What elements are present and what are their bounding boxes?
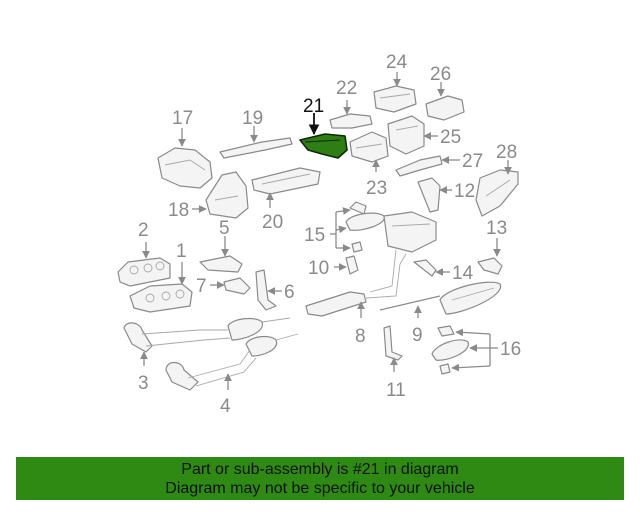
callout-8: 8 bbox=[355, 326, 366, 347]
part-11-clamp[interactable]: 11 bbox=[383, 325, 406, 401]
part-19-heat-shield[interactable]: 19 bbox=[219, 108, 293, 159]
part-13-bracket[interactable]: 13 bbox=[477, 218, 507, 275]
part-4-catalytic-converter-pipe[interactable]: 4 bbox=[165, 333, 299, 417]
part-28-heat-shield[interactable]: 28 bbox=[475, 142, 519, 217]
banner-line-1: Part or sub-assembly is #21 in diagram bbox=[181, 461, 459, 478]
part-23-heat-shield[interactable]: 23 bbox=[349, 131, 389, 199]
part-18-heat-shield[interactable]: 18 bbox=[168, 171, 249, 221]
part-2-exhaust-manifold[interactable]: 2 bbox=[117, 220, 171, 287]
callout-19: 19 bbox=[242, 108, 263, 129]
part-26-heat-shield[interactable]: 26 bbox=[425, 64, 465, 121]
callout-6: 6 bbox=[284, 282, 295, 303]
callout-16: 16 bbox=[500, 339, 521, 360]
part-22-heat-shield[interactable]: 22 bbox=[329, 78, 373, 129]
part-5-bracket[interactable]: 5 bbox=[199, 218, 243, 273]
part-15-resonator-mounts[interactable]: 15 bbox=[304, 201, 437, 253]
callout-20: 20 bbox=[262, 212, 283, 233]
part-12-bracket[interactable]: 12 bbox=[417, 177, 475, 213]
part-1-exhaust-manifold[interactable]: 1 bbox=[129, 241, 193, 313]
callout-23: 23 bbox=[366, 178, 387, 199]
part-25-heat-shield[interactable]: 25 bbox=[387, 115, 461, 155]
callout-21: 21 bbox=[303, 96, 324, 117]
callout-26: 26 bbox=[430, 64, 451, 85]
callout-9: 9 bbox=[412, 325, 423, 346]
callout-7: 7 bbox=[196, 276, 207, 297]
info-banner: Part or sub-assembly is #21 in diagram D… bbox=[16, 457, 624, 500]
part-24-heat-shield[interactable]: 24 bbox=[373, 52, 417, 113]
part-8-front-pipe[interactable]: 8 bbox=[305, 249, 407, 347]
part-16-tail-pipe[interactable]: 16 bbox=[431, 325, 521, 375]
callout-18: 18 bbox=[168, 200, 189, 221]
callout-13: 13 bbox=[486, 218, 507, 239]
callout-22: 22 bbox=[336, 78, 357, 99]
callout-4: 4 bbox=[220, 396, 231, 417]
part-10-hanger[interactable]: 10 bbox=[308, 255, 359, 279]
part-14-hanger[interactable]: 14 bbox=[413, 259, 474, 284]
part-27-heat-shield[interactable]: 27 bbox=[395, 151, 483, 177]
callout-2: 2 bbox=[138, 220, 149, 241]
callout-14: 14 bbox=[452, 263, 474, 284]
part-20-heat-shield[interactable]: 20 bbox=[251, 167, 321, 233]
callout-10: 10 bbox=[308, 258, 329, 279]
part-17-heat-shield[interactable]: 17 bbox=[157, 108, 213, 189]
callout-28: 28 bbox=[496, 142, 517, 163]
callout-17: 17 bbox=[172, 108, 193, 129]
callout-12: 12 bbox=[454, 181, 475, 202]
callout-3: 3 bbox=[138, 373, 149, 394]
banner-line-2: Diagram may not be specific to your vehi… bbox=[165, 480, 475, 497]
callout-27: 27 bbox=[462, 151, 483, 172]
part-3-catalytic-converter-pipe[interactable]: 3 bbox=[123, 317, 291, 394]
callout-15: 15 bbox=[304, 225, 325, 246]
part-9-rear-muffler[interactable]: 9 bbox=[379, 281, 501, 346]
exhaust-parts-diagram: 17 19 18 20 21 22 23 bbox=[117, 52, 521, 417]
callout-11: 11 bbox=[386, 380, 406, 401]
callout-24: 24 bbox=[386, 52, 408, 73]
part-21-heat-shield-highlighted[interactable]: 21 bbox=[299, 96, 348, 159]
part-6-bracket[interactable]: 6 bbox=[255, 269, 295, 311]
callout-5: 5 bbox=[219, 218, 230, 239]
callout-1: 1 bbox=[176, 241, 187, 262]
part-7-bracket[interactable]: 7 bbox=[196, 276, 251, 297]
callout-25: 25 bbox=[440, 127, 461, 148]
